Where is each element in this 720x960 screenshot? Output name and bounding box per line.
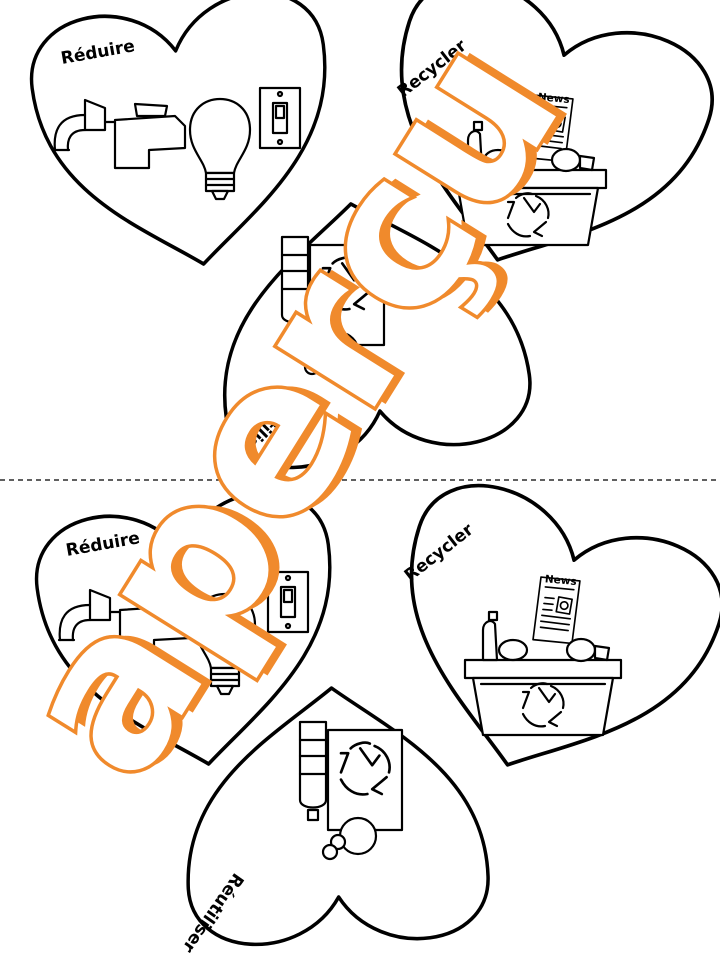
heart-reduce-bottom: Réduire: [27, 481, 357, 788]
newspaper-text-bottom: News: [544, 573, 577, 588]
light-switch-icon: [258, 86, 302, 150]
newspaper-text-top: News: [537, 91, 570, 106]
heart-reduce-top: Réduire: [22, 0, 352, 288]
heart-recycle-top: Recycler News: [345, 0, 720, 311]
heart-reuse-top: Réutiliser: [197, 180, 540, 479]
